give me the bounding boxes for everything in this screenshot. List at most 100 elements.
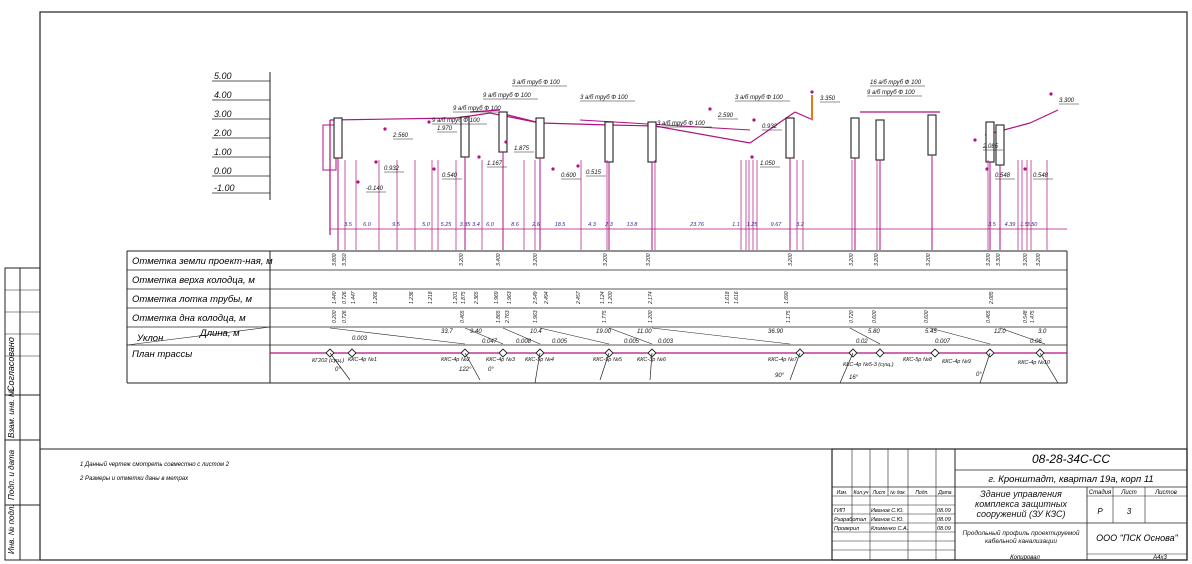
slope-value: 0.005 [552, 339, 568, 345]
pipe-label: 3 а/б труб Ф 100 [735, 95, 783, 101]
slope-value: 0.047 [482, 339, 498, 345]
bottom-mark: 0.726 [342, 310, 348, 323]
slope-value: 0.008 [516, 339, 532, 345]
ground-mark: 3.200 [986, 253, 992, 266]
plan-label: ККС-5р №8 [903, 357, 933, 363]
distance-value: 3.4 [472, 222, 480, 228]
distance-value: 3.5 [344, 222, 353, 228]
lotok-mark: 1.440 [332, 291, 338, 304]
length-value: 19.00 [596, 329, 612, 335]
distance-value: 9.67 [771, 222, 783, 228]
pipe-label: 16 а/б труб Ф 100 [870, 80, 922, 86]
row-label-top: Отметка верха колодца, м [132, 275, 255, 286]
tb-h-kol: Кол.уч [854, 490, 869, 496]
distance-value: 2.3 [604, 222, 614, 228]
profile-mark: 2.590 [717, 113, 734, 119]
lotok-mark: 2.457 [576, 291, 582, 305]
scale-label: 3.00 [214, 109, 232, 119]
lotok-mark: 2.174 [648, 291, 654, 305]
pipe-label: 3 а/б труб Ф 100 [580, 95, 628, 101]
plan-angle: 0° [488, 367, 494, 373]
ground-mark: 3.200 [874, 253, 880, 266]
bottom-mark: 1.963 [533, 310, 539, 323]
slope-value: 0.06 [1030, 339, 1042, 345]
length-value: 3.0 [1038, 329, 1047, 335]
distance-value: 1.25 [747, 222, 759, 228]
bottom-mark: 1.775 [602, 310, 608, 323]
distance-value: 1.1 [732, 222, 740, 228]
ground-mark: 3.200 [533, 253, 539, 266]
profile-mark: 3.300 [1059, 98, 1075, 104]
tb-date-3: 08.09 [937, 526, 951, 532]
title-drawing: Продольный профиль проектируемой кабельн… [962, 530, 1080, 545]
distance-value: 8.6 [511, 222, 520, 228]
profile-mark: 1.050 [760, 161, 776, 167]
slope-value: 0.003 [352, 336, 368, 342]
title-block [831, 448, 1188, 561]
tb-date-2: 08.09 [937, 517, 951, 523]
distance-value: 3.2 [796, 222, 804, 228]
plan-angle: 0° [335, 367, 341, 373]
ground-mark: 3.200 [926, 253, 932, 266]
lotok-mark: 2.549 [533, 291, 539, 305]
title-address: г. Кронштадт, квартал 19а, корп 11 [988, 474, 1153, 485]
scale-label: 2.00 [213, 128, 232, 138]
profile-mark: 1.167 [487, 161, 503, 167]
bottom-mark: 2.763 [505, 310, 511, 324]
ground-mark: 3.200 [849, 253, 855, 266]
distance-value: 6.0 [363, 222, 372, 228]
distance-value: 3.5 [988, 222, 997, 228]
distance-value: 1.5 [1020, 222, 1029, 228]
distance-value: 3.50 [1027, 222, 1039, 228]
plan-label: ККС-4р №9 [942, 359, 971, 365]
plan-angle: 16° [849, 375, 859, 381]
plan-label: ККС-4р №10 [1018, 360, 1051, 366]
ground-mark: 3.200 [788, 253, 794, 266]
lotok-mark: 1.218 [428, 291, 434, 304]
profile-mark: 2.560 [392, 133, 409, 139]
ground-mark: 3.300 [996, 253, 1002, 266]
lotok-mark: 2.494 [544, 291, 550, 305]
bottom-mark: 1.475 [1030, 310, 1036, 323]
length-value: 10.4 [530, 329, 542, 335]
lotok-mark: 1.690 [784, 291, 790, 304]
profile-mark: 1.875 [514, 146, 530, 152]
bottom-mark: 0.548 [1023, 310, 1029, 323]
ground-mark: 3.400 [496, 253, 502, 266]
lotok-mark: 1.875 [461, 291, 467, 304]
plan-label: ККС-5р №4 [525, 357, 554, 363]
lotok-mark: 1.963 [507, 291, 513, 304]
title-project: Здание управления комплекса защитных соо… [975, 489, 1067, 519]
pipe-label: 3 а/б труб Ф 100 [657, 121, 705, 127]
bottom-mark: 1.175 [786, 310, 792, 323]
row-label-lotok: Отметка лотка трубы, м [132, 294, 253, 305]
distance-value: 13.8 [627, 222, 639, 228]
title-company: ООО "ПСК Основа" [1096, 533, 1178, 543]
length-value: 5.45 [925, 329, 937, 335]
distance-value: 5.0 [422, 222, 431, 228]
tb-h-list: Лист [872, 490, 886, 496]
lotok-mark: 1.200 [608, 291, 614, 304]
profile-mark: 0.932 [762, 124, 778, 130]
stamp-podp: Подп. и дата [7, 449, 16, 500]
tb-h-podp: Подп. [915, 490, 928, 496]
bottom-mark: 1.200 [648, 310, 654, 323]
length-value: 9.40 [470, 329, 482, 335]
stamp-inv: Инв. № подл. [7, 504, 16, 554]
slope-value: 0.02 [856, 339, 868, 345]
tb-role-1: ГИП [834, 508, 845, 514]
pipe-label: 3 а/б труб Ф 100 [512, 80, 560, 86]
plan-angle: 122° [459, 367, 472, 373]
title-copied: Копировал [1010, 555, 1040, 561]
ground-mark: 3.200 [603, 253, 609, 266]
bottom-mark: 1.865 [496, 310, 502, 323]
lotok-mark: 1.616 [734, 291, 740, 304]
slope-value: 0.003 [658, 339, 674, 345]
profile-mark: 3.350 [820, 96, 836, 102]
profile-mark: 1.970 [437, 126, 453, 132]
distance-value: 18.5 [555, 222, 567, 228]
lotok-mark: 2.085 [989, 291, 995, 305]
bottom-mark: 0.600 [924, 310, 930, 323]
distance-value: 2.6 [531, 222, 541, 228]
distance-value: 6.0 [486, 222, 495, 228]
